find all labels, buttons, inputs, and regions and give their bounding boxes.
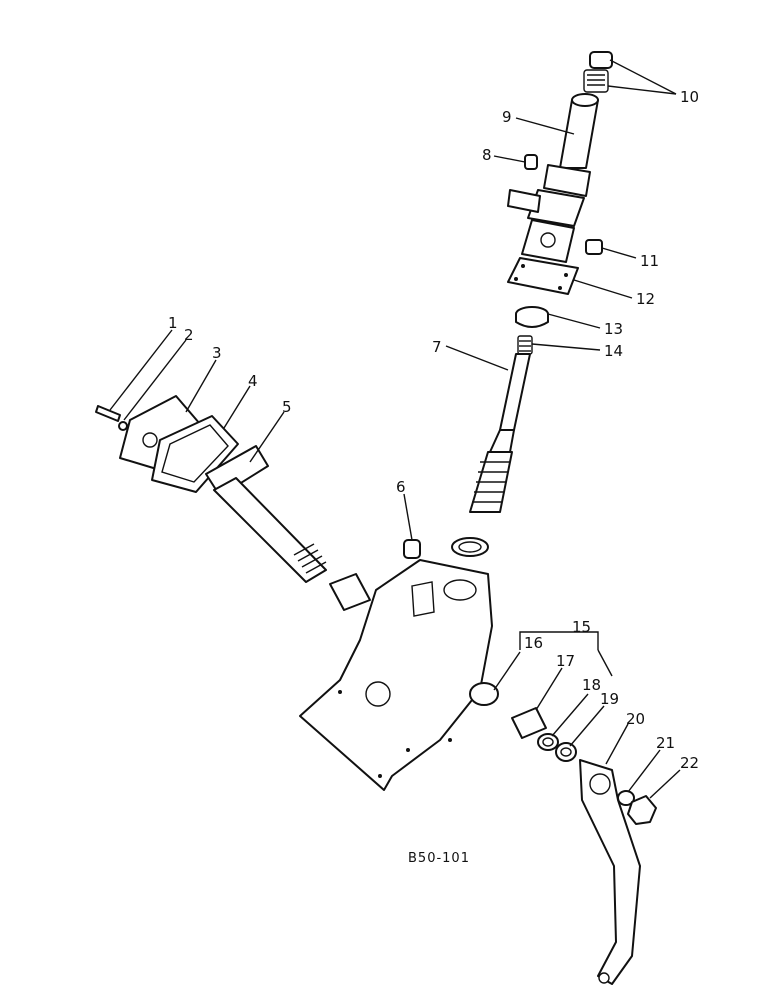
part-18-washer (537, 733, 559, 751)
callout-15: 15 (572, 618, 591, 636)
callout-8: 8 (482, 146, 492, 164)
callout-10: 10 (680, 88, 699, 106)
callout-19: 19 (600, 690, 619, 708)
figure-reference-code: B50-101 (408, 851, 470, 866)
part-13-bearing-cup (515, 306, 549, 328)
steering-gear-housing (299, 559, 499, 791)
callout-2: 2 (184, 326, 194, 344)
part-5-sector-shaft (205, 445, 327, 583)
callout-22: 22 (680, 754, 699, 772)
callout-11: 11 (640, 252, 659, 270)
part-17-bushing (511, 707, 547, 739)
callout-12: 12 (636, 290, 655, 308)
part-6-filler-plug (403, 539, 421, 559)
callout-21: 21 (656, 734, 675, 752)
column-housing (507, 164, 591, 263)
callout-1: 1 (168, 314, 178, 332)
part-7-worm-shaft (469, 353, 531, 513)
part-14-spring-ring (517, 335, 533, 355)
part-9-steering-column-tube (559, 93, 599, 169)
part-22-nut (627, 795, 657, 825)
callout-18: 18 (582, 676, 601, 694)
callout-16: 16 (524, 634, 543, 652)
callout-20: 20 (626, 710, 645, 728)
callout-6: 6 (396, 478, 406, 496)
part-2-washer (118, 421, 128, 431)
part-20-pitman-arm (579, 759, 641, 985)
worm-bearing-ring (451, 537, 489, 557)
callout-17: 17 (556, 652, 575, 670)
part-8-plug (524, 154, 538, 170)
part-19-seal (555, 742, 577, 762)
callout-3: 3 (212, 344, 222, 362)
callout-13: 13 (604, 320, 623, 338)
part-10-cap-and-spring (583, 51, 613, 93)
part-12-mounting-flange (507, 257, 579, 295)
part-21-lock-washer (617, 790, 635, 806)
callout-5: 5 (282, 398, 292, 416)
callout-4: 4 (248, 372, 258, 390)
callout-7: 7 (432, 338, 442, 356)
callout-9: 9 (502, 108, 512, 126)
part-11-fitting (585, 239, 603, 255)
callout-14: 14 (604, 342, 623, 360)
sector-shaft-bushing (329, 573, 371, 611)
leader-lines (109, 59, 681, 799)
part-1-bolt (95, 405, 121, 422)
